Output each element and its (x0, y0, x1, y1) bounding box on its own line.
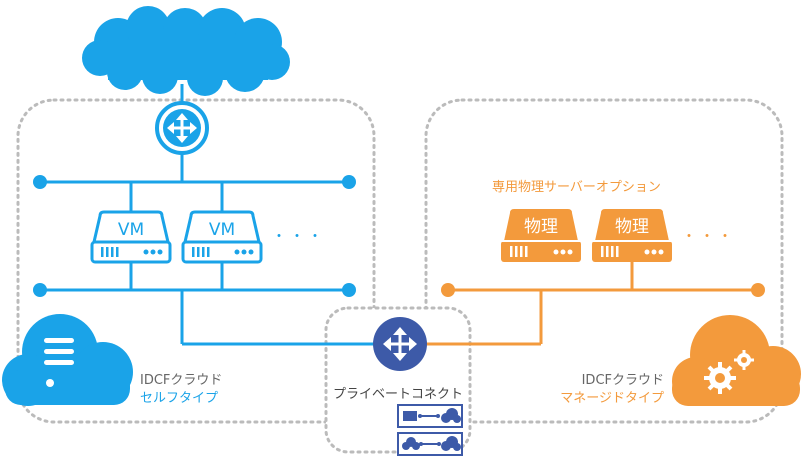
managed-type-label-line1: IDCFクラウド (582, 373, 664, 388)
vm-server-icon: VM (90, 210, 172, 264)
managed-type-label-line2: マネージドタイプ (560, 391, 664, 406)
datacenter-to-cloud-link-icon (397, 404, 463, 428)
internet-cloud-icon (82, 6, 290, 96)
managed-type-region (424, 98, 784, 424)
network-endpoint (751, 283, 765, 297)
managed-type-cloud-icon (672, 315, 801, 406)
self-type-label-line1: IDCFクラウド (140, 373, 222, 388)
network-endpoint (342, 175, 356, 189)
network-endpoint (33, 283, 47, 297)
network-endpoint (33, 175, 47, 189)
physical-server-icon: 物理 (501, 209, 581, 262)
physical-server-ellipsis: ・・・ (682, 229, 736, 245)
physical-server-label: 物理 (615, 217, 649, 237)
physical-server-icon: 物理 (592, 209, 672, 262)
vm-ellipsis: ・・・ (272, 229, 326, 245)
self-type-region (16, 98, 376, 424)
private-connect-router-icon (373, 317, 427, 371)
dedicated-server-option-title: 専用物理サーバーオプション (492, 180, 661, 195)
vm-label: VM (209, 220, 235, 240)
self-type-label-line2: セルフタイプ (140, 391, 218, 406)
physical-server-label: 物理 (524, 217, 558, 237)
vm-label: VM (118, 220, 144, 240)
private-connect-label: プライベートコネクト (333, 387, 463, 402)
self-type-cloud-icon (2, 314, 133, 406)
vm-server-icon: VM (181, 210, 263, 264)
router-icon (155, 101, 209, 155)
network-endpoint (441, 283, 455, 297)
network-endpoint (342, 283, 356, 297)
cloud-to-cloud-link-icon (397, 432, 463, 456)
